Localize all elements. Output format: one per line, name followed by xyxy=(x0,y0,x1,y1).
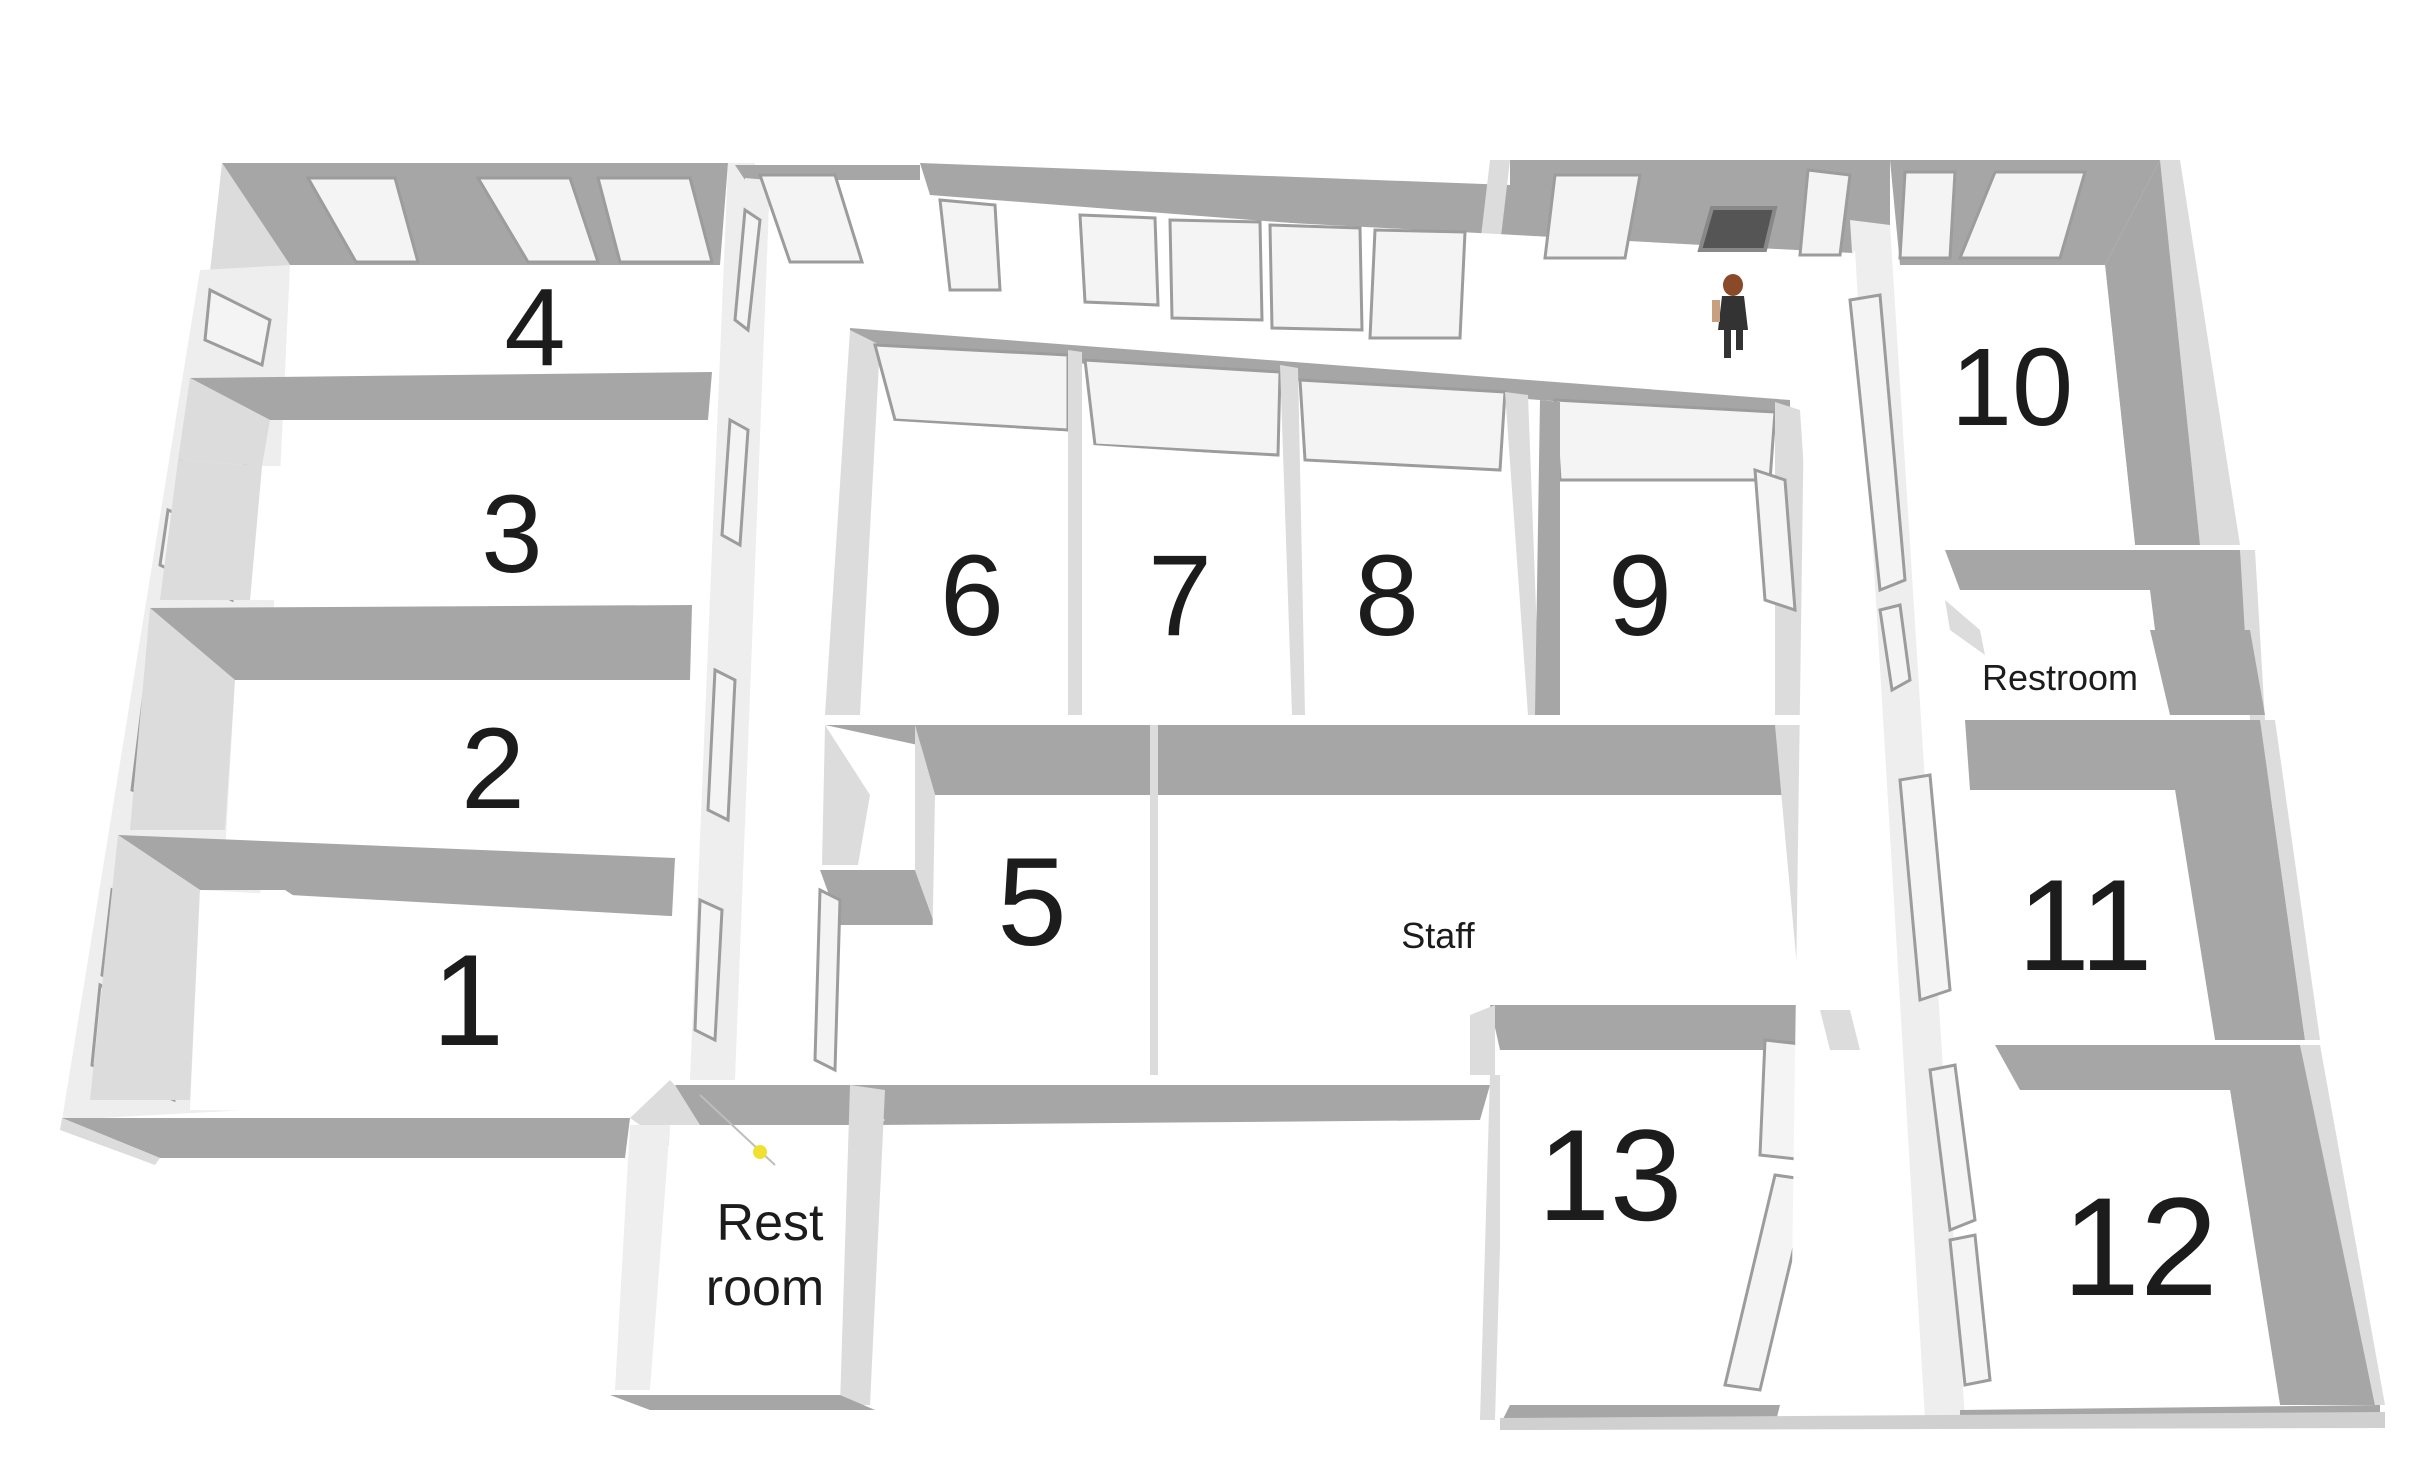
south-restroom-block xyxy=(610,1080,885,1410)
room-6-label: 6 xyxy=(940,532,1004,660)
room-13-label: 13 xyxy=(1538,1102,1683,1248)
room-4-label: 4 xyxy=(504,266,565,389)
east-wing xyxy=(1890,160,2385,1425)
room-11-label: 11 xyxy=(2018,852,2153,998)
person-figure-icon xyxy=(1712,274,1748,358)
room-2-label: 2 xyxy=(461,705,525,833)
room-9-label: 9 xyxy=(1608,532,1672,660)
staff-label: Staff xyxy=(1401,915,1475,956)
restroom-south-label-line1: Rest xyxy=(717,1194,824,1252)
restroom-south-label-line2: room xyxy=(706,1259,824,1317)
room-12-label: 12 xyxy=(2062,1168,2218,1325)
room-7-label: 7 xyxy=(1148,532,1212,660)
south-base xyxy=(1500,1412,2385,1430)
east-corridor xyxy=(1790,220,1992,1420)
room5-staff-block xyxy=(810,725,1850,1125)
central-block xyxy=(825,328,1820,715)
room-1-label: 1 xyxy=(432,927,504,1073)
west-wing xyxy=(60,163,728,1165)
restroom-east-label: Restroom xyxy=(1982,657,2138,698)
room-10-label: 10 xyxy=(1951,326,2073,449)
room-5-label: 5 xyxy=(997,833,1067,972)
room-3-label: 3 xyxy=(481,473,542,596)
room-8-label: 8 xyxy=(1355,532,1419,660)
north-corridor xyxy=(757,160,1890,340)
